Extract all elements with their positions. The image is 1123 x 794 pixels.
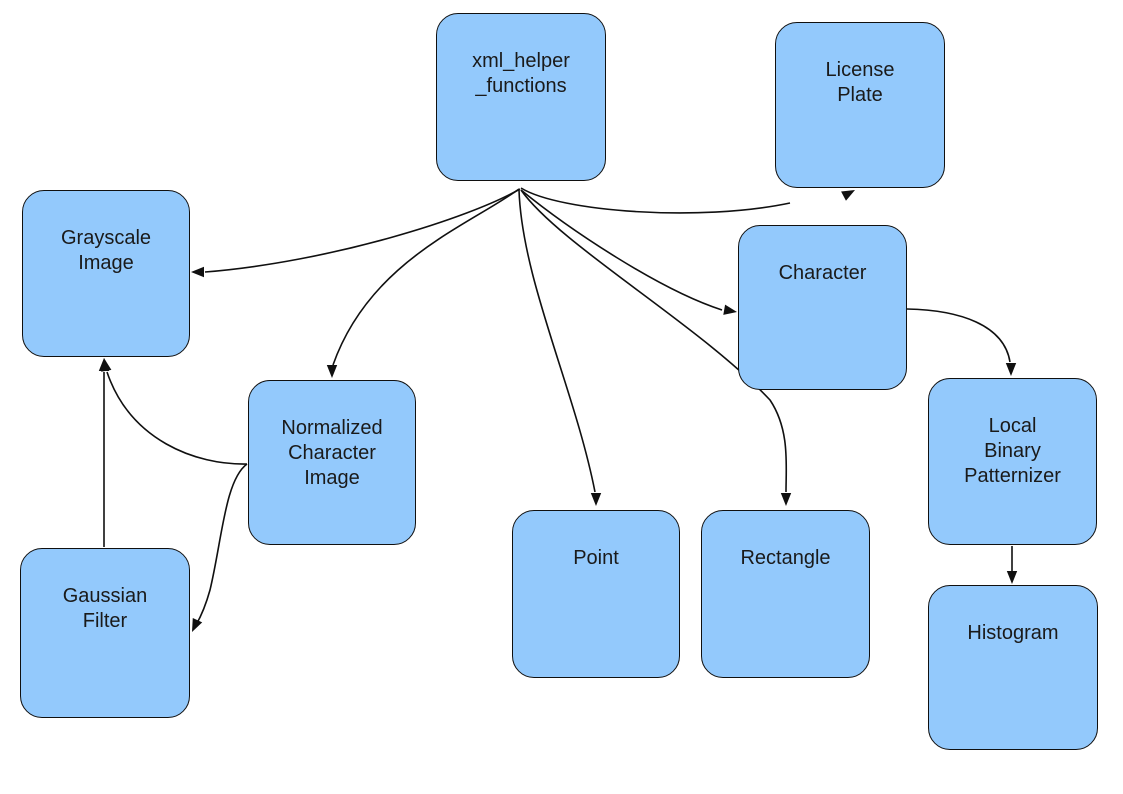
node-gaussian-filter[interactable]: Gaussian Filter — [20, 548, 190, 718]
edge-normalized-to-gaussian-arrowhead — [192, 618, 203, 632]
node-label: xml_helper _functions — [472, 50, 570, 97]
edge-character-to-lbp-arrowhead — [1005, 363, 1017, 376]
node-label: Normalized Character Image — [281, 417, 383, 489]
edge-xml-to-character — [520, 189, 723, 311]
edge-xml-to-character-arrowhead — [723, 304, 737, 315]
node-histogram[interactable]: Histogram — [928, 585, 1098, 750]
node-label: Character — [778, 262, 867, 284]
node-label: Histogram — [967, 622, 1059, 644]
edge-xml-to-rectangle-arrowhead — [780, 493, 792, 506]
node-license-plate[interactable]: License Plate — [775, 22, 945, 188]
edge-gaussian-to-grayscale-arrowhead — [98, 358, 110, 371]
node-grayscale-image[interactable]: Grayscale Image — [22, 190, 190, 357]
node-label: Point — [573, 547, 619, 569]
edge-xml-to-normalized — [332, 188, 520, 366]
edge-normalized-to-gaussian — [195, 463, 248, 626]
node-label: Local Binary Patternizer — [964, 415, 1061, 487]
edge-xml-to-grayscale — [204, 188, 521, 273]
edge-xml-to-point — [518, 189, 596, 493]
node-label: Grayscale Image — [60, 227, 152, 274]
node-point[interactable]: Point — [512, 510, 680, 678]
node-rectangle[interactable]: Rectangle — [701, 510, 870, 678]
node-character[interactable]: Character — [738, 225, 907, 390]
edge-xml-to-grayscale-arrowhead — [191, 266, 204, 278]
edge-xml-to-license-plate — [520, 187, 791, 214]
node-label: Rectangle — [740, 547, 831, 569]
node-label: Gaussian Filter — [62, 585, 148, 632]
edge-lbp-to-histogram-arrowhead — [1006, 571, 1018, 584]
edge-character-to-lbp — [906, 308, 1011, 363]
edge-xml-to-license-plate-arrowhead — [841, 190, 855, 201]
node-xml-helper-functions[interactable]: xml_helper _functions — [436, 13, 606, 181]
edge-normalized-to-grayscale — [106, 371, 248, 465]
node-label: License Plate — [825, 59, 895, 106]
node-local-binary-patternizer[interactable]: Local Binary Patternizer — [928, 378, 1097, 545]
node-normalized-character-image[interactable]: Normalized Character Image — [248, 380, 416, 545]
edge-xml-to-normalized-arrowhead — [326, 365, 338, 378]
edge-xml-to-point-arrowhead — [590, 493, 602, 506]
edge-xml-to-rectangle — [520, 189, 788, 493]
